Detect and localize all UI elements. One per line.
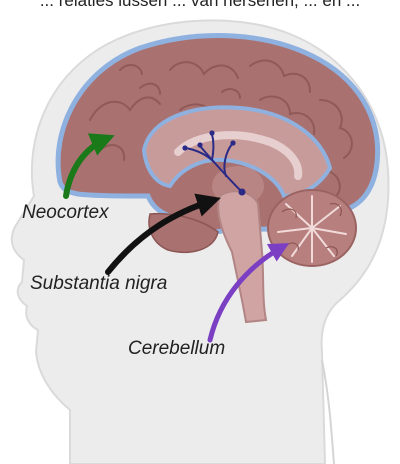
neocortex-label: Neocortex	[22, 202, 109, 224]
cerebellum	[268, 190, 356, 266]
cerebellum-label: Cerebellum	[128, 338, 225, 360]
substantia-nigra-label: Substantia nigra	[30, 273, 167, 295]
